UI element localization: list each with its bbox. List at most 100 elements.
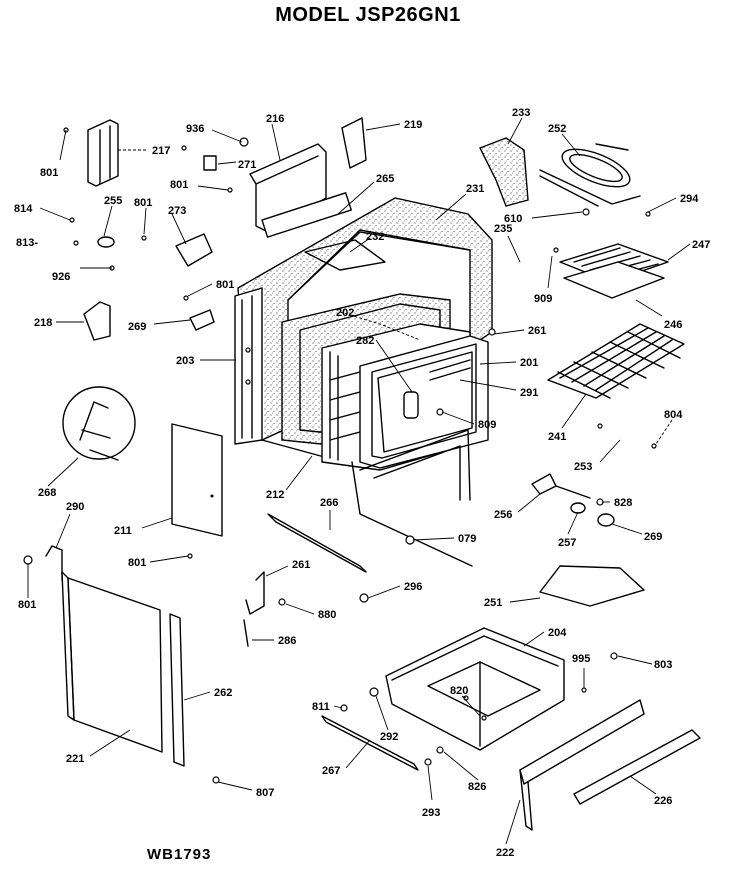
callout-201: 201 bbox=[520, 357, 538, 369]
callout-216: 216 bbox=[266, 113, 284, 125]
callout-261: 261 bbox=[292, 559, 310, 571]
callout-801: 801 bbox=[134, 197, 152, 209]
screws bbox=[23, 127, 657, 784]
callout-251: 251 bbox=[484, 597, 502, 609]
door-trim bbox=[169, 613, 185, 767]
callout-226: 226 bbox=[654, 795, 672, 807]
callout-294: 294 bbox=[680, 193, 699, 205]
callout-296: 296 bbox=[404, 581, 422, 593]
callout-255: 255 bbox=[104, 195, 122, 207]
callout-231: 231 bbox=[466, 183, 484, 195]
callout-286: 286 bbox=[278, 635, 296, 647]
callout-256: 256 bbox=[494, 509, 512, 521]
callout-241: 241 bbox=[548, 431, 566, 443]
wire-harness bbox=[62, 386, 136, 461]
storage-drawer bbox=[385, 627, 565, 751]
callout-211: 211 bbox=[114, 525, 132, 537]
callout-232: 232 bbox=[366, 231, 384, 243]
door-panel bbox=[61, 571, 163, 753]
callout-290: 290 bbox=[66, 501, 84, 513]
callout-282: 282 bbox=[356, 335, 374, 347]
callout-801: 801 bbox=[128, 557, 146, 569]
callout-257: 257 bbox=[558, 537, 576, 549]
callout-202: 202 bbox=[336, 307, 354, 319]
callout-880: 880 bbox=[318, 609, 336, 621]
oven-rack bbox=[547, 323, 685, 399]
bake-element bbox=[539, 565, 645, 607]
drawing-code: WB1793 bbox=[147, 846, 212, 863]
callout-828: 828 bbox=[614, 497, 632, 509]
part-271 bbox=[203, 155, 217, 171]
part-218 bbox=[83, 301, 111, 341]
callout-293: 293 bbox=[422, 807, 440, 819]
callout-807: 807 bbox=[256, 787, 274, 799]
door-handle bbox=[45, 545, 63, 581]
callout-610: 610 bbox=[504, 213, 522, 225]
callout-221: 221 bbox=[66, 753, 84, 765]
bake-element-parts bbox=[531, 473, 615, 527]
callout-926: 926 bbox=[52, 271, 70, 283]
callout-247: 247 bbox=[692, 239, 710, 251]
hinge-parts bbox=[243, 571, 265, 647]
bracket-217 bbox=[87, 119, 119, 187]
callout-labels: 217 801 936 216 219 233 252 271 801 265 … bbox=[14, 107, 710, 859]
callout-235: 235 bbox=[494, 223, 512, 235]
callout-271: 271 bbox=[238, 159, 256, 171]
callout-820: 820 bbox=[450, 685, 468, 697]
callout-292: 292 bbox=[380, 731, 398, 743]
callout-219: 219 bbox=[404, 119, 422, 131]
callout-803: 803 bbox=[654, 659, 672, 671]
callout-079: 079 bbox=[458, 533, 476, 545]
drawer-trim bbox=[573, 729, 701, 805]
callout-814: 814 bbox=[14, 203, 33, 215]
callout-995: 995 bbox=[572, 653, 590, 665]
part-273 bbox=[175, 233, 213, 267]
callout-266: 266 bbox=[320, 497, 338, 509]
callout-204: 204 bbox=[548, 627, 567, 639]
part-269-upper bbox=[189, 309, 215, 331]
leader-lines bbox=[27, 117, 691, 845]
side-panel bbox=[171, 423, 223, 537]
callout-265: 265 bbox=[376, 173, 394, 185]
callout-218: 218 bbox=[34, 317, 52, 329]
callout-253: 253 bbox=[574, 461, 592, 473]
drawer-rail bbox=[321, 715, 419, 771]
part-255 bbox=[97, 236, 115, 248]
lower-frame bbox=[351, 429, 473, 567]
callout-813: 813- bbox=[16, 237, 38, 249]
callout-273: 273 bbox=[168, 205, 186, 217]
callout-809: 809 bbox=[478, 419, 496, 431]
model-title: MODEL JSP26GN1 bbox=[275, 4, 461, 26]
callout-252: 252 bbox=[548, 123, 566, 135]
front-frame bbox=[234, 287, 263, 445]
callout-262: 262 bbox=[214, 687, 232, 699]
callout-217: 217 bbox=[152, 145, 170, 157]
callout-801: 801 bbox=[18, 599, 36, 611]
callout-936: 936 bbox=[186, 123, 204, 135]
callout-269: 269 bbox=[128, 321, 146, 333]
callout-801: 801 bbox=[170, 179, 188, 191]
callout-826: 826 bbox=[468, 781, 486, 793]
callout-291: 291 bbox=[520, 387, 538, 399]
broiler-rack bbox=[559, 243, 669, 299]
callout-811: 811 bbox=[312, 701, 330, 713]
callout-909: 909 bbox=[534, 293, 552, 305]
bracket-219 bbox=[341, 117, 367, 169]
callout-222: 222 bbox=[496, 847, 514, 859]
callout-246: 246 bbox=[664, 319, 682, 331]
callout-261: 261 bbox=[528, 325, 546, 337]
callout-233: 233 bbox=[512, 107, 530, 119]
callout-804: 804 bbox=[664, 409, 683, 421]
callout-203: 203 bbox=[176, 355, 194, 367]
back-panel bbox=[249, 143, 352, 238]
callout-268: 268 bbox=[38, 487, 56, 499]
bracket-233 bbox=[479, 137, 529, 207]
callout-212: 212 bbox=[266, 489, 284, 501]
callout-269: 269 bbox=[644, 531, 662, 543]
broil-pan-element bbox=[539, 143, 641, 207]
drawer-front bbox=[519, 699, 645, 831]
callout-801: 801 bbox=[216, 279, 234, 291]
callout-267: 267 bbox=[322, 765, 340, 777]
